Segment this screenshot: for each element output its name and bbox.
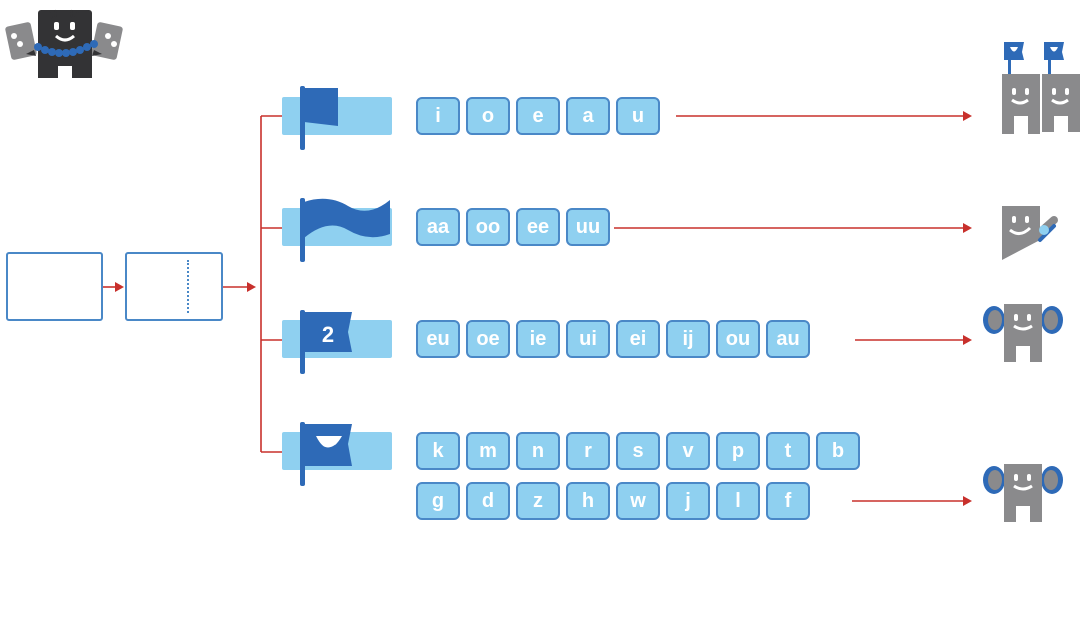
letter-tile-diphthongs[interactable]: ei [616,320,660,358]
folded-card [125,252,223,321]
letter-tile-short-vowels[interactable]: e [516,97,560,135]
monster-with-pen-icon [1002,206,1058,260]
card-fold-line [187,260,189,313]
letter-tile-consonants[interactable]: r [566,432,610,470]
two-monsters-with-flags-icon [1002,42,1080,136]
monster-with-big-ears-icon [983,304,1063,364]
letter-tile-diphthongs[interactable]: eu [416,320,460,358]
letter-tile-consonants[interactable]: b [816,432,860,470]
wavy-flag-icon [300,198,390,262]
cheering-monster-icon [5,9,123,78]
letter-tile-diphthongs[interactable]: oe [466,320,510,358]
plain-flag-icon [300,86,338,150]
letter-tile-consonants[interactable]: d [466,482,510,520]
letter-tile-short-vowels[interactable]: u [616,97,660,135]
mouth-flag-icon [300,422,352,486]
arrowhead [963,111,972,121]
number-two-flag-icon [300,310,352,374]
monster-with-big-ears-icon [983,464,1063,524]
letter-tile-diphthongs[interactable]: ie [516,320,560,358]
flag-number-label: 2 [321,322,335,347]
letter-tile-consonants[interactable]: s [616,432,660,470]
start-card [6,252,103,321]
letter-tile-short-vowels[interactable]: o [466,97,510,135]
letter-tile-diphthongs[interactable]: au [766,320,810,358]
arrowhead [963,223,972,233]
letter-tile-consonants[interactable]: l [716,482,760,520]
letter-tile-consonants[interactable]: z [516,482,560,520]
letter-tile-consonants[interactable]: n [516,432,560,470]
letter-tile-consonants[interactable]: m [466,432,510,470]
letter-tile-consonants[interactable]: p [716,432,760,470]
letter-tile-long-vowels[interactable]: oo [466,208,510,246]
letter-tile-short-vowels[interactable]: a [566,97,610,135]
arrowhead [963,496,972,506]
letter-tile-consonants[interactable]: h [566,482,610,520]
letter-tile-long-vowels[interactable]: aa [416,208,460,246]
letter-tile-long-vowels[interactable]: uu [566,208,610,246]
letter-tile-consonants[interactable]: f [766,482,810,520]
letter-tile-short-vowels[interactable]: i [416,97,460,135]
arrowhead [115,282,124,292]
arrowhead [963,335,972,345]
letter-tile-consonants[interactable]: w [616,482,660,520]
letter-tile-consonants[interactable]: k [416,432,460,470]
letter-tile-diphthongs[interactable]: ui [566,320,610,358]
letter-tile-consonants[interactable]: t [766,432,810,470]
letter-tile-consonants[interactable]: g [416,482,460,520]
letter-tile-consonants[interactable]: j [666,482,710,520]
letter-tile-diphthongs[interactable]: ou [716,320,760,358]
arrowhead [247,282,256,292]
letter-tile-consonants[interactable]: v [666,432,710,470]
letter-tile-diphthongs[interactable]: ij [666,320,710,358]
letter-tile-long-vowels[interactable]: ee [516,208,560,246]
